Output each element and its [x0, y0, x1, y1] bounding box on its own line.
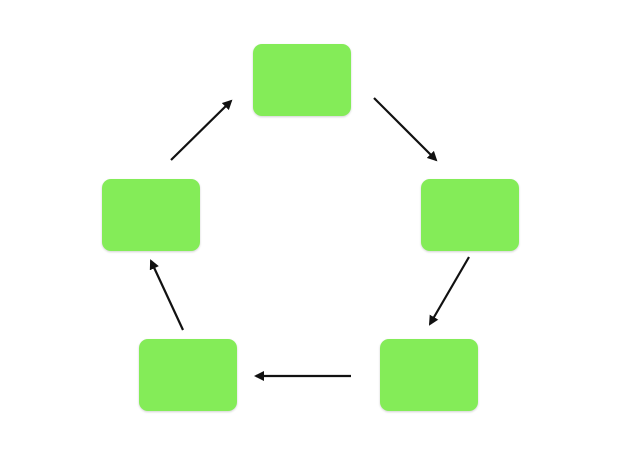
node-top — [253, 44, 351, 116]
arrow-left-to-top — [170, 99, 233, 161]
node-right — [421, 179, 519, 251]
node-left — [102, 179, 200, 251]
arrow-top-to-right — [373, 97, 438, 162]
arrow-right-to-bottom-right — [428, 256, 470, 326]
node-bottom-left — [139, 339, 237, 411]
arrow-bottom-left-to-left — [149, 259, 184, 331]
node-bottom-right — [380, 339, 478, 411]
